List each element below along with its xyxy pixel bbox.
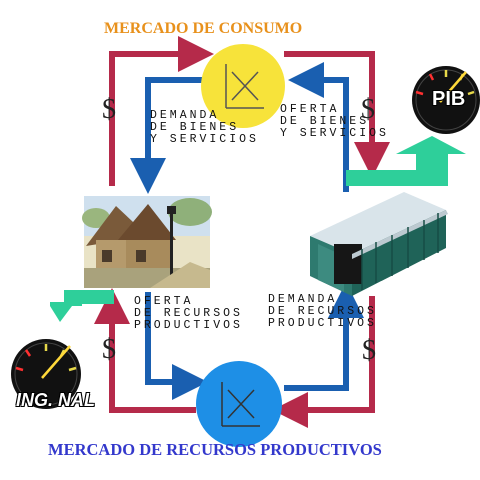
money-symbol-top-right: $ xyxy=(361,94,375,125)
money-symbol-bottom-left: $ xyxy=(102,334,116,365)
resources-market-title: MERCADO DE RECURSOS PRODUCTIVOS xyxy=(48,440,382,459)
ingreso-nacional-label: ING. NAL xyxy=(16,390,95,410)
goods-supply-flow xyxy=(288,62,349,192)
resources-supply-label: OFERTA DE RECURSOS PRODUCTIVOS xyxy=(134,295,243,332)
pib-label: PIB xyxy=(432,88,466,110)
money-flow-bottom-left xyxy=(94,288,196,413)
resources-demand-flow xyxy=(284,282,364,391)
goods-demand-flow xyxy=(130,77,214,194)
goods-supply-label: OFERTA DE BIENES Y SERVICIOS xyxy=(280,103,389,140)
pib-gauge xyxy=(412,66,480,134)
resources-market-circle xyxy=(196,361,282,447)
goods-demand-label: DEMANDA DE BIENES Y SERVICIOS xyxy=(150,109,259,146)
consumer-market-title: MERCADO DE CONSUMO xyxy=(104,20,303,37)
to-ingreso-arrow xyxy=(50,290,114,322)
money-symbol-bottom-right: $ xyxy=(362,335,376,366)
to-pib-arrow xyxy=(346,136,466,186)
money-flow-bottom-right xyxy=(272,296,375,428)
resources-supply-flow xyxy=(145,292,208,400)
households-picture xyxy=(82,196,212,288)
money-flow-top-left xyxy=(109,36,214,186)
money-flow-top-right xyxy=(284,51,390,178)
resources-demand-label: DEMANDA DE RECURSOS PRODUCTIVOS xyxy=(268,293,377,330)
firms-building xyxy=(310,192,448,296)
money-symbol-top-left: $ xyxy=(102,94,116,125)
consumer-market-circle xyxy=(201,44,285,128)
ingreso-nacional-gauge xyxy=(11,339,81,409)
